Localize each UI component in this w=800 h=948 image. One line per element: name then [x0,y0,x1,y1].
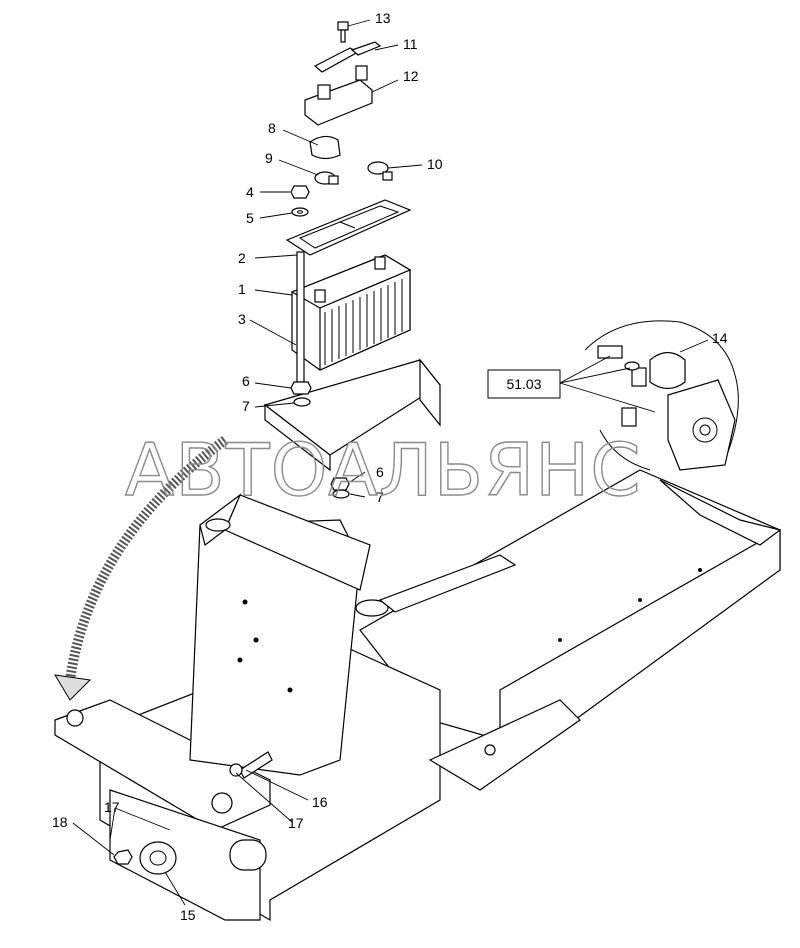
callout-13: 13 [375,10,391,26]
callout-18: 18 [52,814,68,830]
leader-lines [72,19,709,906]
callout-5: 5 [246,210,254,226]
washer-5 [291,207,309,217]
connector-block-12 [304,65,373,126]
nut-6-upper [290,381,312,395]
relay-14 [597,345,736,471]
screw-13 [337,21,349,43]
callout-1: 1 [238,281,246,297]
terminal-clamp-9 [314,171,339,185]
washer-7-upper [293,397,311,407]
nut-6-lower [330,477,350,491]
battery [290,254,412,371]
callout-8: 8 [268,120,276,136]
callout-11: 11 [403,36,418,52]
reference-box: 51.03 [487,369,561,399]
callout-4: 4 [246,184,254,200]
chassis-frame [54,469,782,922]
callout-7-upper: 7 [242,398,250,414]
callout-14: 14 [712,330,728,346]
nut-4 [290,185,310,199]
washer-7-lower [332,489,350,499]
battery-support-plate [263,358,441,472]
callout-15: 15 [180,907,196,923]
curved-arrow [54,435,228,701]
battery-hold-down-frame [285,199,412,256]
callout-10: 10 [427,156,443,172]
callout-3: 3 [238,311,246,327]
callout-6-lower: 6 [376,464,384,480]
terminal-clamp-10 [367,161,393,181]
callout-9: 9 [265,150,273,166]
callout-17-right: 17 [288,815,304,831]
watermark: АВТОАЛЬЯНС [125,428,642,512]
callout-2: 2 [238,250,246,266]
callout-6-upper: 6 [242,373,250,389]
horn-15 [139,841,177,875]
callout-17-left: 17 [104,799,120,815]
terminal-cover-8 [309,135,341,160]
threaded-rod [296,251,305,383]
bolt-16 [229,751,273,779]
reference-label: 51.03 [506,376,541,392]
callout-12: 12 [403,68,419,84]
callout-labels: 13 11 12 8 9 10 4 5 2 1 3 6 7 6 7 14 16 … [52,10,728,923]
link-plate-11 [313,41,382,73]
callout-7-lower: 7 [376,489,384,505]
nut-18 [113,849,133,865]
callout-16: 16 [312,794,328,810]
